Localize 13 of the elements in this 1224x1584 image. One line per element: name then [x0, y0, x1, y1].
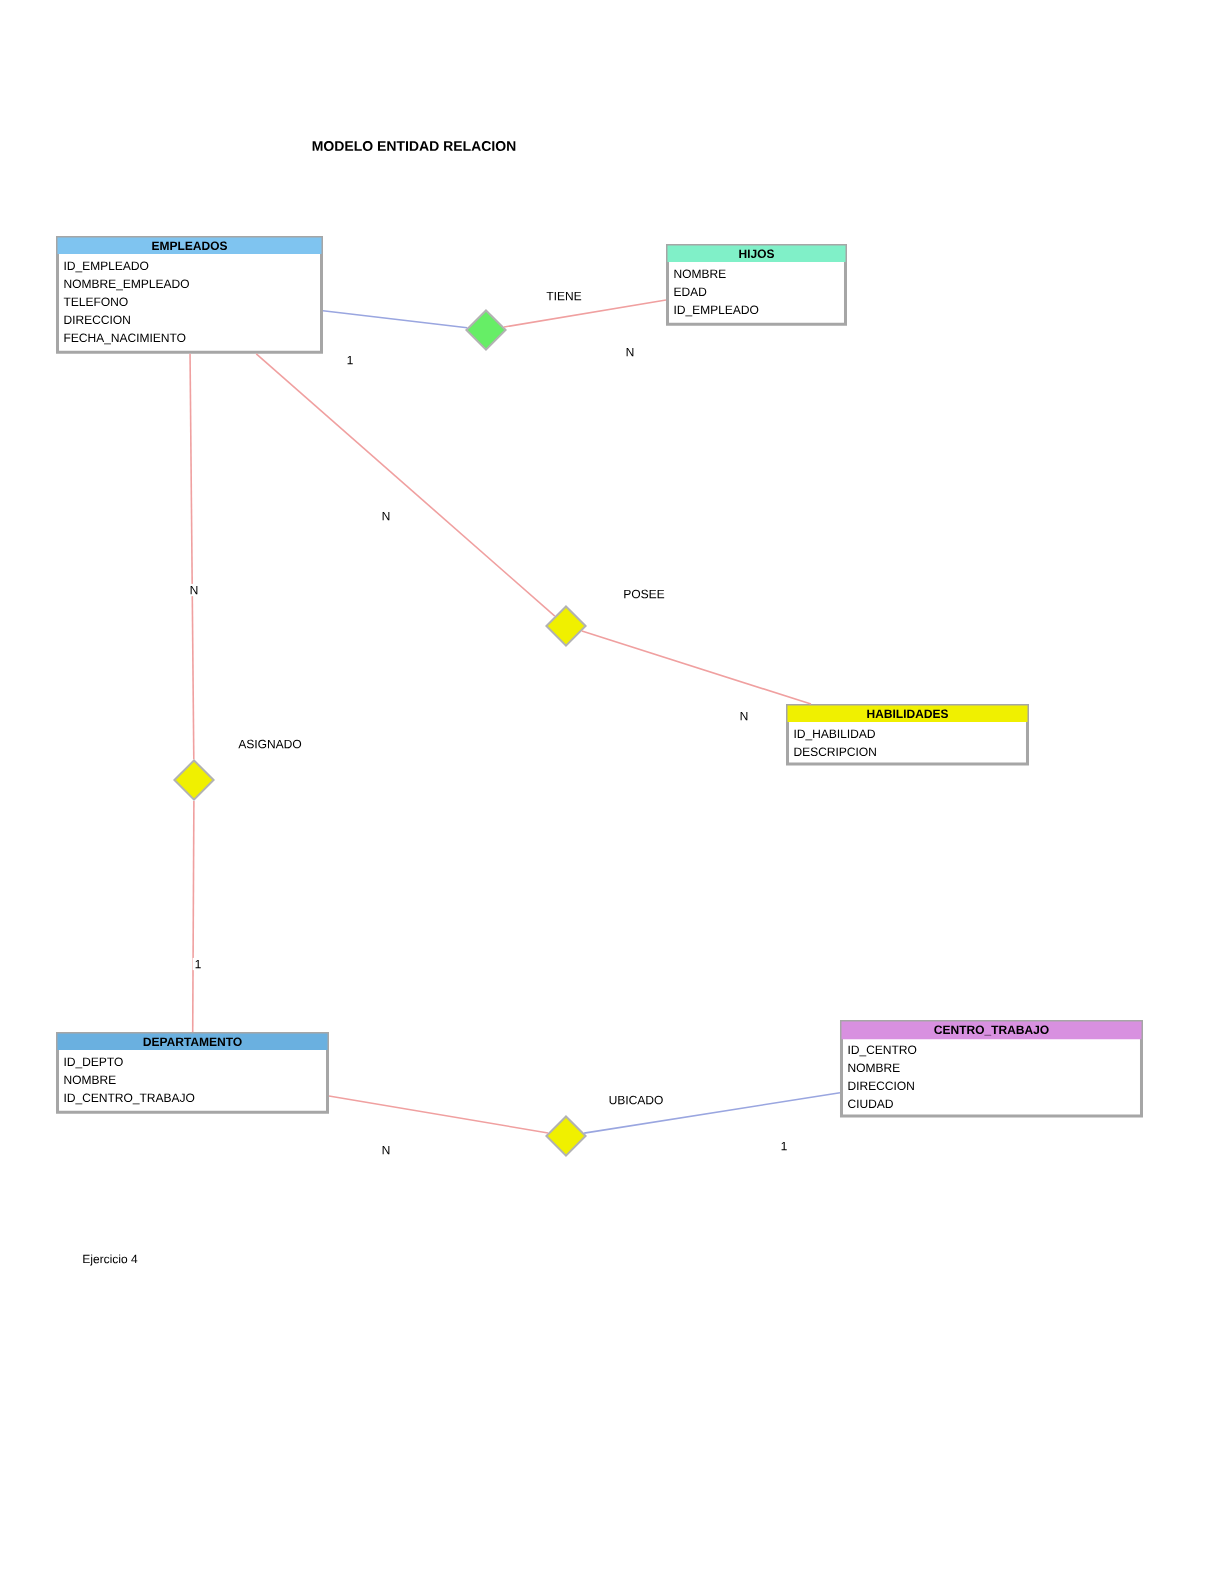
connector-line: [503, 299, 667, 328]
connector-line: [255, 352, 556, 617]
connector-line: [191, 800, 195, 1033]
entity-box: [56, 236, 323, 354]
entity-box: [840, 1020, 1143, 1118]
connector-line: [322, 309, 469, 329]
entity-box: [786, 704, 1029, 766]
entity-box: [666, 244, 847, 326]
connector-line: [581, 630, 812, 705]
entity-box: [56, 1032, 329, 1114]
connector-line: [583, 1091, 841, 1134]
connector-line: [189, 352, 195, 760]
connector-line: [328, 1095, 549, 1134]
